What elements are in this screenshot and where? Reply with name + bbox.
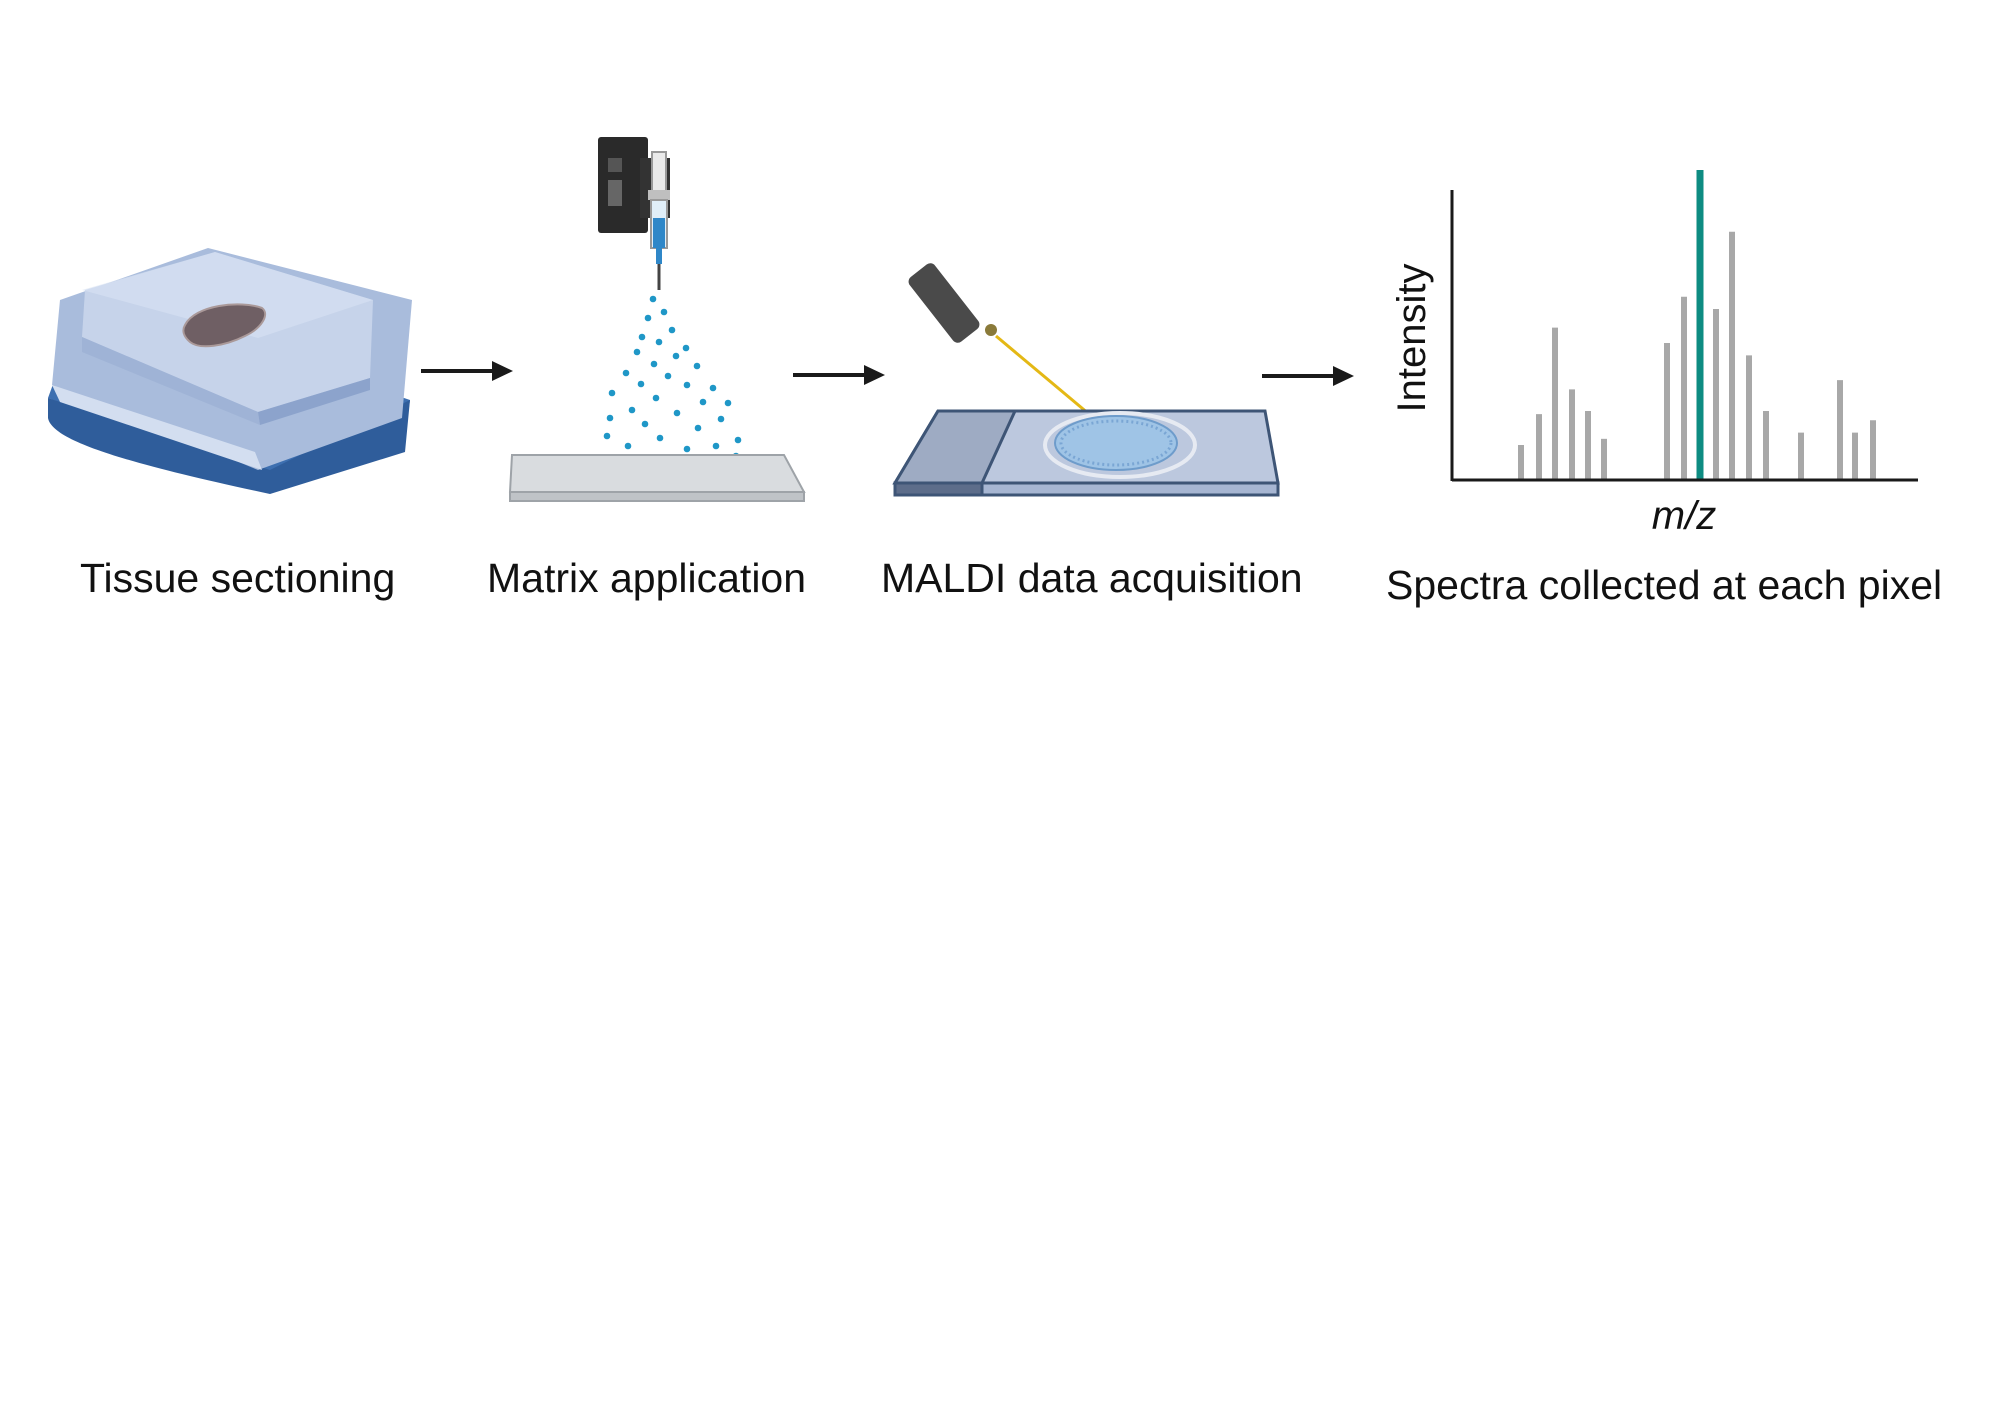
- spectrum-peaks: [1518, 170, 1876, 479]
- step-label-maldi-acquisition: MALDI data acquisition: [881, 555, 1303, 601]
- matrix-coated-tissue: [1054, 415, 1178, 471]
- cryostat-illustration: [48, 248, 412, 494]
- process-arrows: [421, 361, 1354, 386]
- x-axis-label: m/z: [1652, 494, 1716, 538]
- glass-slide: [508, 454, 806, 493]
- arrow-1: [421, 361, 513, 381]
- maldi-slide-illustration: [892, 263, 1280, 497]
- step-label-tissue-sectioning: Tissue sectioning: [80, 555, 396, 601]
- arrow-2: [793, 365, 885, 385]
- step-label-spectra-collected: Spectra collected at each pixel: [1386, 562, 1943, 608]
- sprayer-illustration: [508, 137, 806, 502]
- mass-spectrum-chart: Intensity m/z: [1390, 170, 1918, 538]
- tissue-section: [182, 303, 267, 348]
- y-axis-label: Intensity: [1390, 264, 1434, 413]
- step-label-matrix-application: Matrix application: [487, 555, 807, 601]
- arrow-3: [1262, 366, 1354, 386]
